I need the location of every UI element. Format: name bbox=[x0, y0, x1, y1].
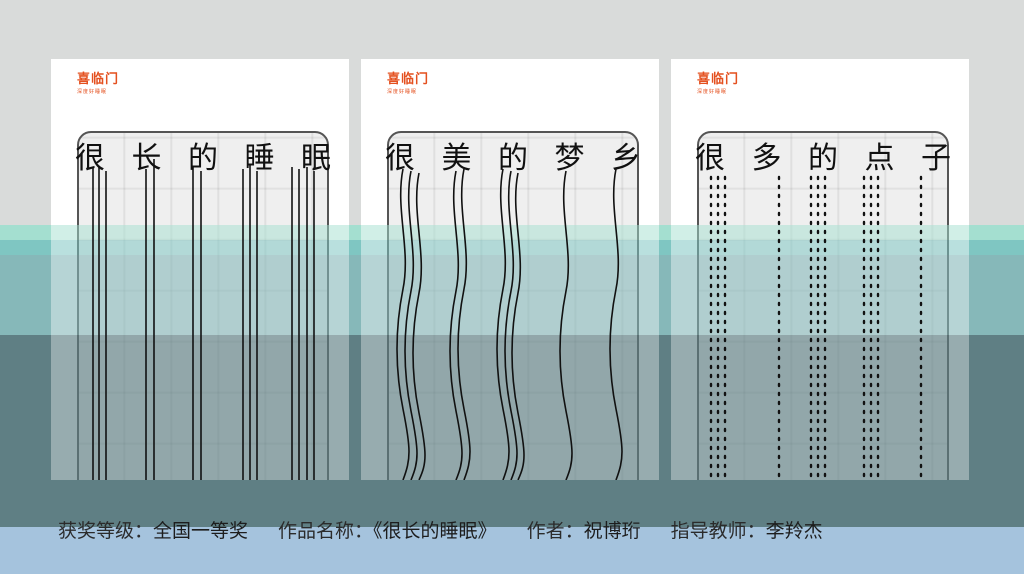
tint-overlay bbox=[671, 335, 969, 480]
author-label: 作者： bbox=[526, 520, 584, 542]
brand-name: 喜临门 bbox=[77, 72, 120, 87]
tint-overlay bbox=[671, 255, 969, 335]
award-label: 获奖等级： bbox=[58, 520, 154, 542]
headline-char: 的 bbox=[808, 141, 838, 176]
bg-band-light-blue bbox=[0, 527, 1024, 574]
headline-char: 很 bbox=[695, 141, 725, 176]
brand-logo: 喜临门 深度好睡眠 bbox=[697, 72, 740, 96]
advisor-value: 李羚杰 bbox=[765, 520, 823, 542]
tint-overlay bbox=[671, 240, 969, 255]
award-value: 全国一等奖 bbox=[153, 520, 249, 542]
headline-char: 子 bbox=[921, 141, 951, 176]
poster-long-sleep: 喜临门 深度好睡眠 很 长 的 睡 眠 bbox=[51, 59, 349, 480]
headline-char: 多 bbox=[751, 141, 782, 176]
headline-char: 很 bbox=[75, 141, 105, 176]
advisor-label: 指导教师： bbox=[670, 520, 766, 542]
brand-name: 喜临门 bbox=[697, 72, 740, 87]
tint-overlay bbox=[361, 225, 659, 240]
author-value: 祝博珩 bbox=[583, 520, 641, 542]
headline-char: 美 bbox=[441, 141, 472, 176]
headline-char: 点 bbox=[864, 141, 895, 176]
tint-overlay bbox=[51, 225, 349, 240]
brand-tagline: 深度好睡眠 bbox=[77, 89, 108, 95]
brand-tagline: 深度好睡眠 bbox=[387, 89, 418, 95]
work-value: 《很长的睡眠》 bbox=[373, 520, 497, 542]
poster-many-ideas: 喜临门 深度好睡眠 很 多 的 点 子 bbox=[671, 59, 969, 480]
brand-tagline: 深度好睡眠 bbox=[697, 89, 728, 95]
headline-char: 梦 bbox=[554, 141, 585, 176]
brand-logo: 喜临门 深度好睡眠 bbox=[77, 72, 120, 96]
poster-beautiful-dream: 喜临门 深度好睡眠 很 美 的 梦 乡 bbox=[361, 59, 659, 480]
headline-char: 眠 bbox=[301, 141, 331, 176]
straight-stroke-lines bbox=[92, 159, 315, 480]
tint-overlay bbox=[671, 225, 969, 240]
wavy-stroke-lines bbox=[396, 168, 623, 480]
brand-logo: 喜临门 深度好睡眠 bbox=[387, 72, 430, 96]
tint-overlay bbox=[51, 240, 349, 255]
award-credits: 获奖等级：全国一等奖 作品名称：《很长的睡眠》 作者：祝博珩 指导教师：李羚杰 bbox=[58, 516, 823, 543]
dotted-stroke-lines bbox=[709, 175, 923, 480]
poster-headline: 很 多 的 点 子 bbox=[695, 143, 951, 175]
headline-char: 很 bbox=[385, 141, 415, 176]
poster-headline: 很 长 的 睡 眠 bbox=[75, 143, 331, 175]
tint-overlay bbox=[361, 240, 659, 255]
brand-name: 喜临门 bbox=[387, 72, 430, 87]
poster-headline: 很 美 的 梦 乡 bbox=[385, 143, 641, 175]
work-label: 作品名称： bbox=[278, 520, 374, 542]
